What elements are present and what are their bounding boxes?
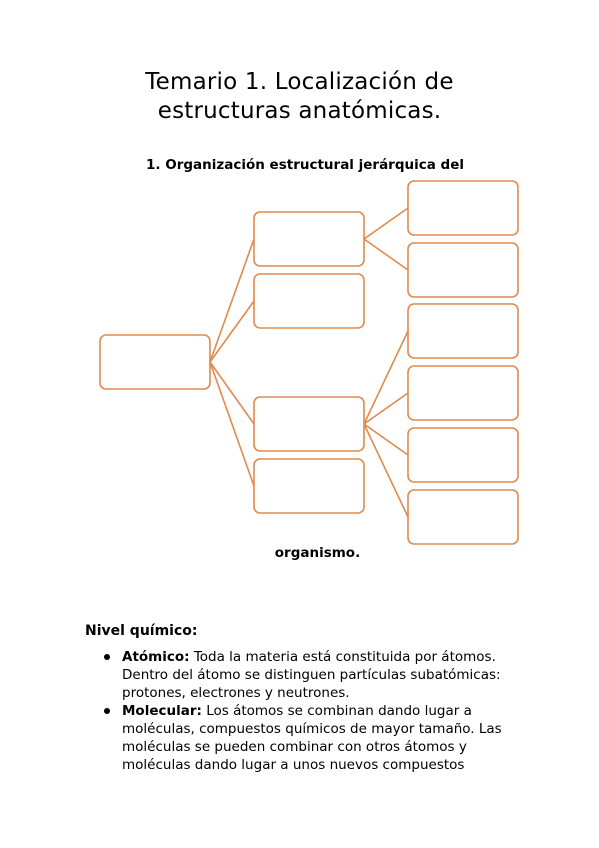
box-level1-c [253, 396, 365, 452]
list-item: Molecular: Los átomos se combinan dando … [100, 702, 520, 774]
box-level1-b [253, 273, 365, 329]
title-line-2: estructuras anatómicas. [157, 98, 442, 124]
box-level2-5 [407, 427, 519, 483]
nivel-quimico-heading: Nivel químico: [85, 623, 198, 639]
connector-c-1 [363, 330, 409, 425]
list-item-text: Los átomos se combinan dando lugar a mol… [122, 703, 502, 773]
box-level1-a [253, 211, 365, 267]
bullet-icon [104, 654, 110, 660]
list-item-term: Atómico: [122, 649, 190, 665]
connector-root-a [209, 238, 255, 363]
list-item-text: Toda la materia está constituida por áto… [122, 649, 501, 701]
connector-c-3 [363, 423, 409, 456]
connector-c-4 [363, 423, 409, 518]
section-title: 1. Organización estructural jerárquica d… [146, 157, 464, 173]
nivel-quimico-list: Atómico: Toda la materia está constituid… [100, 648, 520, 774]
box-level2-1 [407, 180, 519, 236]
box-level2-2 [407, 242, 519, 298]
connector-a-2 [363, 238, 409, 271]
connector-root-b [209, 300, 255, 363]
connector-root-d [209, 361, 255, 487]
title-line-1: Temario 1. Localización de [145, 69, 454, 95]
connector-root-c [209, 361, 255, 425]
box-level1-d [253, 458, 365, 514]
page-title: Temario 1. Localización de estructuras a… [0, 68, 599, 126]
list-item: Atómico: Toda la materia está constituid… [100, 648, 520, 702]
list-item-term: Molecular: [122, 703, 202, 719]
section-title-tail: organismo. [274, 545, 361, 561]
box-level2-4 [407, 365, 519, 421]
box-level2-3 [407, 303, 519, 359]
box-level2-6 [407, 489, 519, 545]
box-root [99, 334, 211, 390]
connector-c-2 [363, 392, 409, 425]
connector-a-1 [363, 207, 409, 240]
bullet-icon [104, 708, 110, 714]
